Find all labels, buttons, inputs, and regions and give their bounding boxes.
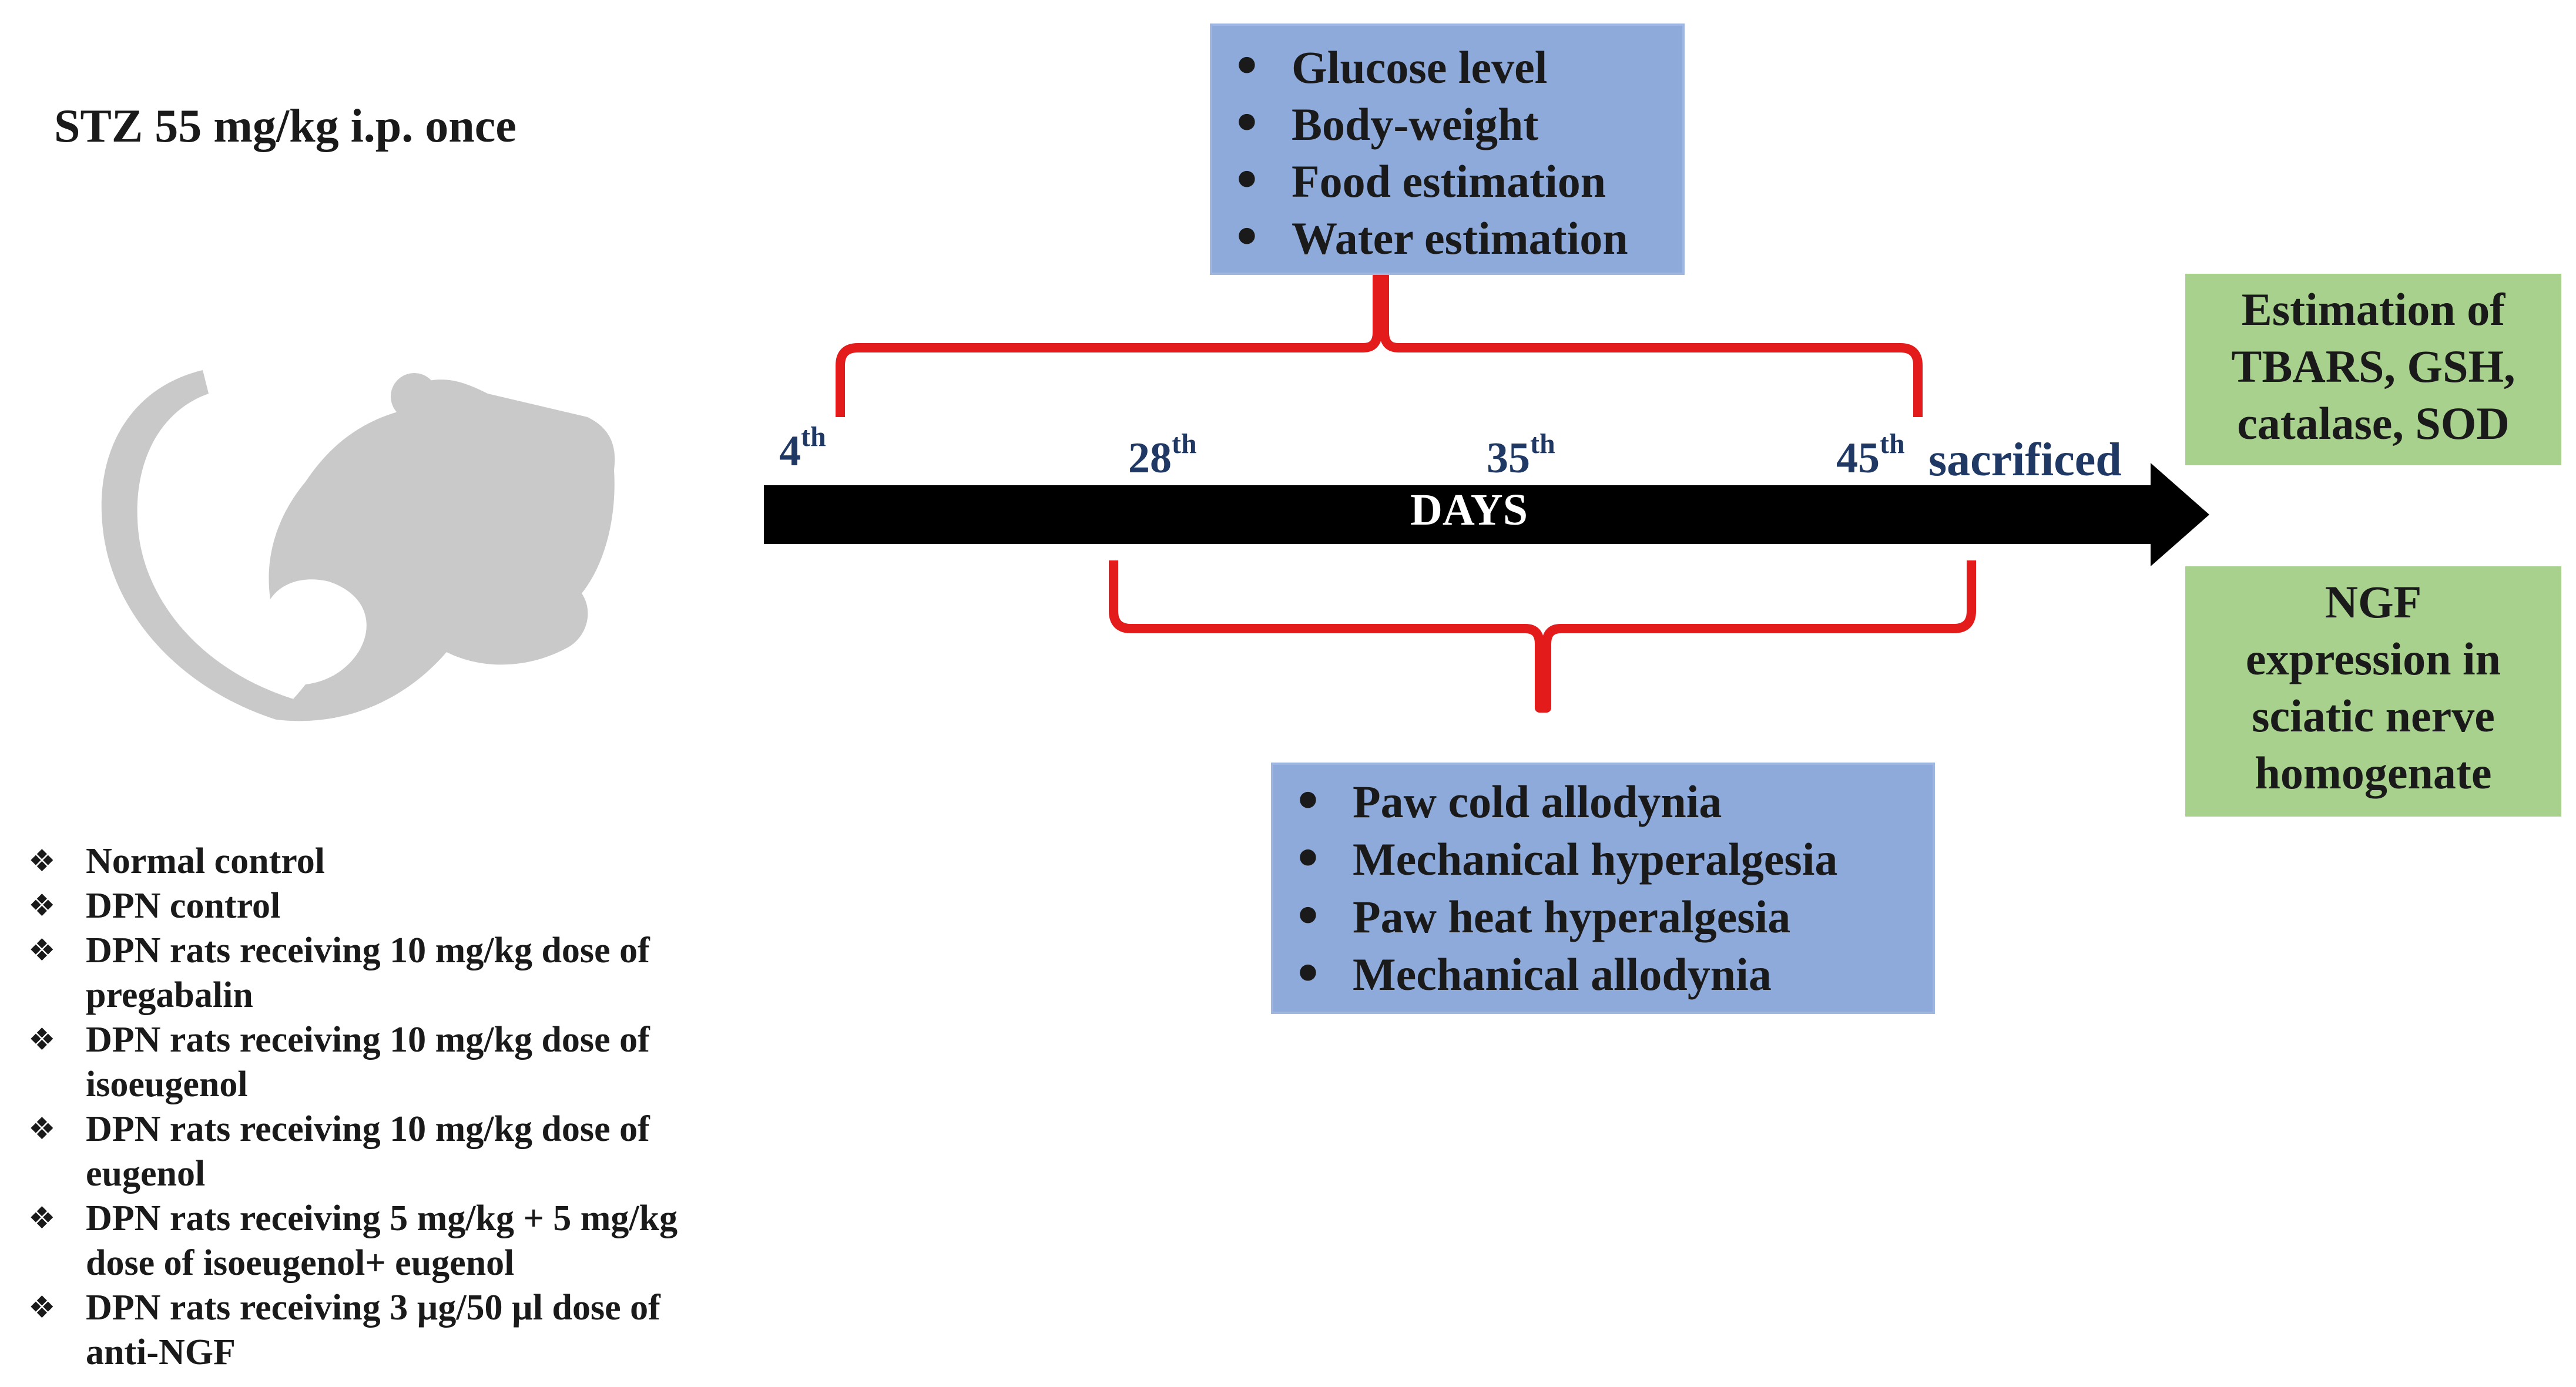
list-item: Food estimation bbox=[1212, 153, 1682, 210]
group-line: DPN rats receiving 10 mg/kg dose of bbox=[86, 1109, 650, 1149]
group-line: anti-NGF bbox=[86, 1332, 236, 1372]
box-line: homogenate bbox=[2255, 747, 2492, 798]
stz-dose-label: STZ 55 mg/kg i.p. once bbox=[54, 100, 516, 152]
sacrificed-label: sacrificed bbox=[1928, 434, 2122, 486]
group-line: eugenol bbox=[86, 1154, 206, 1194]
group-line: DPN rats receiving 3 µg/50 µl dose of bbox=[86, 1288, 660, 1328]
list-item: Body-weight bbox=[1212, 96, 1682, 153]
diamond-bullet-icon: ❖ bbox=[28, 1201, 56, 1236]
day-35-label: 35th bbox=[1487, 428, 1555, 483]
list-item: ❖ DPN rats receiving 5 mg/kg + 5 mg/kg dos… bbox=[28, 1196, 769, 1285]
rat-silhouette-icon bbox=[101, 370, 615, 721]
group-line: DPN rats receiving 5 mg/kg + 5 mg/kg bbox=[86, 1198, 678, 1238]
group-line: Normal control bbox=[86, 841, 325, 881]
box-line: NGF bbox=[2325, 576, 2422, 627]
box-line: TBARS, GSH, bbox=[2231, 341, 2515, 392]
weekly-measurements-list: Glucose level Body-weight Food estimatio… bbox=[1212, 39, 1682, 267]
list-item: Mechanical allodynia bbox=[1273, 946, 1933, 1003]
day-28-label: 28th bbox=[1128, 428, 1197, 483]
weekly-measurements-box: Glucose level Body-weight Food estimatio… bbox=[1210, 23, 1685, 275]
group-line: isoeugenol bbox=[86, 1064, 248, 1104]
behavioral-tests-box: Paw cold allodynia Mechanical hyperalges… bbox=[1271, 763, 1935, 1014]
list-item: ❖ DPN rats receiving 10 mg/kg dose of euge… bbox=[28, 1107, 769, 1196]
ngf-expression-box: NGF expression in sciatic nerve homogena… bbox=[2185, 566, 2561, 817]
diamond-bullet-icon: ❖ bbox=[28, 844, 56, 879]
diamond-bullet-icon: ❖ bbox=[28, 1022, 56, 1057]
bottom-bracket bbox=[1109, 560, 1976, 713]
group-line: dose of isoeugenol+ eugenol bbox=[86, 1243, 515, 1283]
list-item: Paw heat hyperalgesia bbox=[1273, 888, 1933, 946]
group-line: DPN control bbox=[86, 886, 281, 926]
diamond-bullet-icon: ❖ bbox=[28, 1290, 56, 1325]
box-line: sciatic nerve bbox=[2252, 690, 2495, 741]
days-axis-label: DAYS bbox=[1410, 485, 1528, 535]
list-item: ❖ Normal control bbox=[28, 839, 769, 884]
group-line: pregabalin bbox=[86, 975, 253, 1015]
diamond-bullet-icon: ❖ bbox=[28, 933, 56, 968]
box-line: expression in bbox=[2245, 633, 2501, 684]
box-line: catalase, SOD bbox=[2237, 398, 2510, 449]
list-item: ❖ DPN control bbox=[28, 884, 769, 928]
list-item: Water estimation bbox=[1212, 210, 1682, 267]
list-item: Paw cold allodynia bbox=[1273, 773, 1933, 831]
biochemical-estimation-box: Estimation of TBARS, GSH, catalase, SOD bbox=[2185, 274, 2561, 465]
group-line: DPN rats receiving 10 mg/kg dose of bbox=[86, 1020, 650, 1060]
diamond-bullet-icon: ❖ bbox=[28, 1111, 56, 1147]
group-line: DPN rats receiving 10 mg/kg dose of bbox=[86, 931, 650, 970]
treatment-groups-list: ❖ Normal control ❖ DPN control ❖ DPN rats r… bbox=[28, 839, 769, 1375]
day-45-label: 45th bbox=[1836, 428, 1905, 483]
day-4-label: 4th bbox=[779, 421, 826, 476]
behavioral-tests-list: Paw cold allodynia Mechanical hyperalges… bbox=[1273, 773, 1933, 1003]
top-bracket bbox=[836, 271, 1923, 417]
timeline-arrow bbox=[764, 463, 2209, 566]
list-item: Glucose level bbox=[1212, 39, 1682, 96]
box-line: Estimation of bbox=[2241, 284, 2505, 335]
list-item: ❖ DPN rats receiving 10 mg/kg dose of preg… bbox=[28, 928, 769, 1017]
list-item: Mechanical hyperalgesia bbox=[1273, 831, 1933, 888]
diamond-bullet-icon: ❖ bbox=[28, 888, 56, 923]
